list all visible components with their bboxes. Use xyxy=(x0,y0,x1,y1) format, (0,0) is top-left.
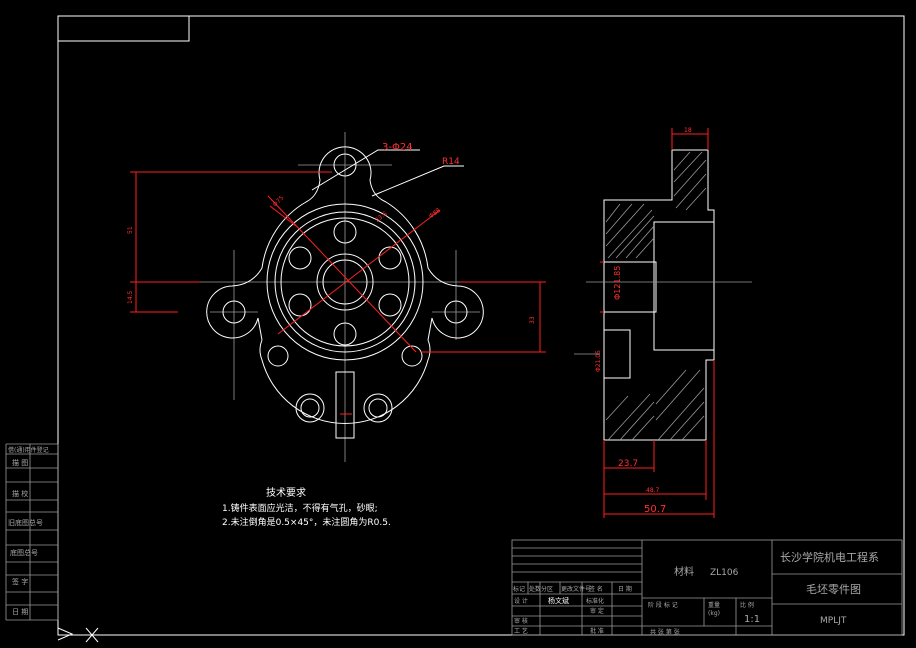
section-hatch xyxy=(605,151,707,441)
tb-hdr-zone: 分区 xyxy=(541,585,553,593)
dim-phi88: Φ88 xyxy=(428,207,442,220)
dim-51: 51 xyxy=(127,226,134,234)
dim-50-7: 50.7 xyxy=(644,504,666,515)
dim-phi21-05: Φ21.05 xyxy=(595,350,602,372)
tb-scale: 1:1 xyxy=(744,614,760,625)
tb-designer: 杨文斌 xyxy=(548,596,569,605)
ucs-icon xyxy=(57,627,99,643)
dim-48-7: 48.7 xyxy=(646,487,660,494)
tb-hdr-sign: 签 名 xyxy=(589,585,603,593)
sidebar-label-trace-check: 描 校 xyxy=(12,489,28,498)
tb-row-std: 标准化 xyxy=(586,597,604,605)
dim-33: 33 xyxy=(529,316,536,324)
tb-weight: 重量 xyxy=(708,601,720,609)
tb-row-design: 设 计 xyxy=(514,597,528,605)
tb-sheets: 共 张 第 张 xyxy=(650,628,680,636)
dim-14-5: 14.5 xyxy=(127,290,134,304)
tb-school: 长沙学院机电工程系 xyxy=(780,550,879,564)
tb-code: MPLJT xyxy=(820,616,847,626)
tb-material: ZL106 xyxy=(710,568,739,578)
sidebar-label-date: 日 期 xyxy=(12,608,28,616)
tb-hdr-qty: 处数 xyxy=(529,585,541,593)
tech-line-2: 2.未注倒角是0.5×45°，未注圆角为R0.5. xyxy=(222,516,391,528)
sidebar-label-sign: 签 字 xyxy=(12,577,28,586)
tech-title: 技术要求 xyxy=(266,486,306,499)
sidebar-label-borrow: 借(通)用件登记 xyxy=(8,446,49,454)
dim-phi21-85: Φ121.85 xyxy=(613,266,622,300)
tech-line-1: 1.铸件表面应光洁，不得有气孔，砂眼; xyxy=(222,502,378,514)
tb-stage: 阶 段 标 记 xyxy=(648,601,678,609)
sidebar-label-old-base: 旧底图总号 xyxy=(8,518,43,527)
tb-row-review: 审 定 xyxy=(590,607,604,615)
tb-hdr-doc: 更改文件号 xyxy=(561,585,591,593)
tb-weight-unit: (kg) xyxy=(708,610,720,617)
sidebar-label-trace: 描 图 xyxy=(12,458,28,467)
tb-hdr-mark: 标记 xyxy=(513,585,525,593)
sidebar-label-base: 底图总号 xyxy=(10,548,38,557)
drawing-frame xyxy=(57,15,905,636)
tb-drawing-name: 毛坯零件图 xyxy=(806,583,861,596)
tb-material-label: 材料 xyxy=(674,565,694,578)
sidebar-table: 借(通)用件登记 描 图 描 校 旧底图总号 底图总号 签 字 日 期 xyxy=(5,443,59,621)
front-view: Φ75 33.6 Φ88 3-Φ24 R14 51 14.5 33 xyxy=(127,132,546,462)
section-view: Φ121.85 Φ21.05 23.7 48.7 50.7 18 xyxy=(574,127,752,518)
technical-requirements: 技术要求 1.铸件表面应光洁，不得有气孔，砂眼; 2.未注倒角是0.5×45°，… xyxy=(222,486,391,528)
center-lines xyxy=(200,132,500,462)
dim-r14: R14 xyxy=(442,157,460,167)
tb-ratio-label: 比 例 xyxy=(740,601,754,609)
tb-hdr-date: 日 期 xyxy=(618,585,632,593)
dim-phi75: Φ75 xyxy=(272,194,286,208)
tb-row-check: 审 核 xyxy=(514,617,528,625)
dim-23-7: 23.7 xyxy=(618,459,638,469)
tb-row-approve: 批 准 xyxy=(590,627,604,635)
title-block: 标记 处数 分区 更改文件号 签 名 日 期 设 计 杨文斌 标准化 审 核 审… xyxy=(511,539,903,636)
dim-18: 18 xyxy=(684,127,692,134)
tb-row-process: 工 艺 xyxy=(514,627,528,635)
dim-3-holes: 3-Φ24 xyxy=(382,142,413,153)
